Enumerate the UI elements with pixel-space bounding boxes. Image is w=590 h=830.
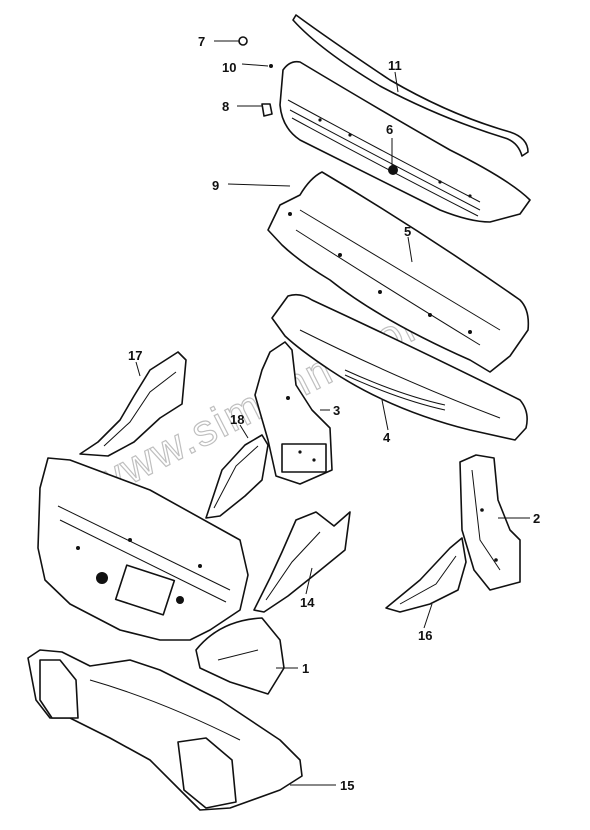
callout-17: 18 [230,412,244,427]
callout-2: 2 [533,511,540,526]
callout-4: 4 [383,430,391,445]
part-15-left-bracket [79,351,187,457]
callout-7: 7 [198,34,205,49]
leader-lines [135,40,530,786]
callout-5: 5 [404,224,411,239]
callout-9: 9 [212,178,219,193]
part-3-center-bracket [254,341,333,485]
callout-14: 14 [300,595,315,610]
part-16-gusset [385,537,467,613]
callout-18: 15 [340,778,354,793]
callout-15: 17 [128,348,142,363]
part-10-screw [269,64,273,68]
callout-10: 10 [222,60,236,75]
part-6-cowl-panel [279,60,531,223]
part-11-seal-strip [292,14,529,157]
part-14-bracket [253,511,351,613]
part-5-cowl-frame [267,171,530,373]
part-8-bracket [261,103,273,117]
part-17-gusset [205,434,269,519]
part-1-dash-panel [37,457,285,695]
callout-1: 1 [302,661,309,676]
callout-3: 3 [333,403,340,418]
part-4-lower-cowl [271,293,528,441]
part-2-right-pillar [459,454,521,591]
callout-6: 6 [386,122,393,137]
callout-11: 11 [388,58,402,73]
part-7-clip [238,36,248,46]
callout-16: 16 [418,628,432,643]
part-18-crossmember [27,649,303,811]
callout-8: 8 [222,99,229,114]
